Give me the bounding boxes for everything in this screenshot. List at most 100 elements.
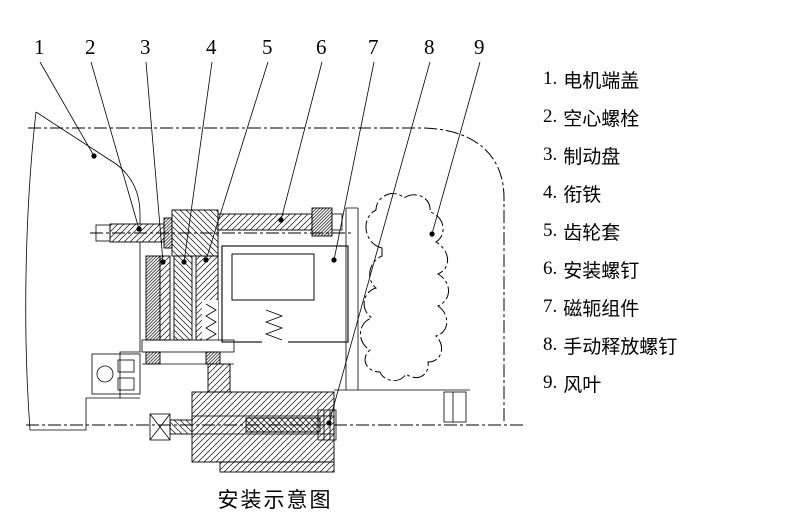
- leader-dot-7: [331, 257, 337, 263]
- brake-disc: [145, 255, 171, 341]
- legend-number: 2.: [543, 106, 558, 127]
- leader-line-7: [333, 61, 375, 261]
- leader-dot-1: [91, 153, 97, 159]
- flange-verticals: [334, 207, 470, 391]
- leader-line-2: [90, 61, 140, 230]
- cover-face: [119, 214, 141, 398]
- callout-7: 7: [368, 35, 379, 59]
- legend-item-9: 9. 风叶: [543, 364, 677, 402]
- coil-section: [231, 253, 315, 301]
- cover-bottom-edge: [30, 397, 140, 431]
- disc-lining: [159, 255, 171, 341]
- screw-shank: [217, 213, 313, 231]
- legend-label: 制动盘: [563, 146, 621, 168]
- callout-5: 5: [262, 35, 273, 59]
- housing-outline: [28, 127, 505, 424]
- hub-step: [219, 461, 335, 473]
- legend-item-5: 5. 齿轮套: [543, 212, 677, 250]
- legend-number: 7.: [543, 296, 558, 317]
- bearing-housing: [91, 353, 141, 395]
- legend-number: 4.: [543, 182, 558, 203]
- leader-line-3: [145, 61, 164, 263]
- legend-number: 5.: [543, 220, 558, 241]
- cover-left-edge: [25, 111, 37, 431]
- release-screw-shank: [245, 417, 321, 433]
- flange-block: [205, 351, 221, 365]
- legend-item-2: 2. 空心螺栓: [543, 98, 677, 136]
- leader-line-1: [39, 61, 95, 157]
- armature: [173, 255, 193, 341]
- leader-dot-5: [203, 257, 209, 263]
- legend-label: 手动释放螺钉: [563, 336, 678, 358]
- spring-zigzag: [205, 303, 217, 341]
- fan-blade-outline: [360, 193, 449, 381]
- sleeve-hub: [171, 209, 219, 257]
- legend-label: 空心螺栓: [563, 108, 640, 130]
- bolt-shank: [109, 223, 165, 243]
- parts-legend: 1. 电机端盖 2. 空心螺栓 3. 制动盘 4. 衔铁 5. 齿轮套 6. 安…: [543, 60, 677, 402]
- legend-label: 齿轮套: [563, 222, 621, 244]
- cover-top-edge: [35, 111, 141, 215]
- callout-9: 9: [474, 35, 485, 59]
- legend-item-4: 4. 衔铁: [543, 174, 677, 212]
- legend-label: 安装螺钉: [563, 260, 640, 282]
- legend-label: 磁轭组件: [563, 298, 640, 320]
- leader-dot-3: [160, 259, 166, 265]
- callout-2: 2: [85, 35, 96, 59]
- leader-dot-4: [181, 259, 187, 265]
- leader-line-5: [205, 61, 269, 261]
- motor-end-cover: [25, 111, 141, 431]
- legend-label: 风叶: [563, 374, 602, 396]
- leader-dot-8: [326, 420, 332, 426]
- bearing-race: [117, 377, 135, 391]
- screw-head: [311, 207, 333, 237]
- callouts: 1 2 3 4 5 6 7 8 9: [34, 35, 485, 426]
- release-springs: [202, 300, 218, 344]
- flange-block: [145, 351, 161, 365]
- magnet-yoke-assembly: [221, 245, 349, 344]
- legend-number: 9.: [543, 372, 558, 393]
- disc-core: [145, 255, 161, 341]
- legend-number: 8.: [543, 334, 558, 355]
- armature-plate: [173, 255, 193, 341]
- legend-number: 1.: [543, 68, 558, 89]
- legend-item-8: 8. 手动释放螺钉: [543, 326, 677, 364]
- bolt-collar: [163, 217, 173, 249]
- shaft-bolt-shank: [169, 419, 193, 435]
- legend-item-3: 3. 制动盘: [543, 136, 677, 174]
- mounting-flange: [334, 207, 470, 423]
- figure-caption: 安装示意图: [217, 488, 333, 512]
- legend-item-6: 6. 安装螺钉: [543, 250, 677, 288]
- leader-dot-2: [136, 226, 142, 232]
- bearing-ball: [96, 365, 114, 383]
- legend-number: 3.: [543, 144, 558, 165]
- fan-hub: [149, 391, 335, 473]
- leader-line-4: [183, 61, 213, 263]
- legend-item-1: 1. 电机端盖: [543, 60, 677, 98]
- shaft-bolt-cross: [149, 413, 171, 441]
- hub-connector: [207, 363, 231, 393]
- legend-item-7: 7. 磁轭组件: [543, 288, 677, 326]
- release-screw-head: [317, 409, 337, 441]
- hollow-bolt: [95, 217, 173, 249]
- spring-zigzag: [264, 309, 284, 341]
- leader-line-8: [328, 61, 431, 424]
- callout-1: 1: [34, 35, 45, 59]
- callout-8: 8: [424, 35, 435, 59]
- bearing-race: [117, 359, 135, 373]
- legend-label: 电机端盖: [563, 70, 640, 92]
- leader-dot-6: [278, 217, 284, 223]
- legend-number: 6.: [543, 258, 558, 279]
- leader-line-9: [431, 61, 481, 235]
- key-block: [443, 391, 467, 423]
- callout-6: 6: [316, 35, 327, 59]
- leader-dot-9: [429, 231, 435, 237]
- legend-label: 衔铁: [563, 184, 602, 206]
- lower-flange: [141, 339, 235, 393]
- manual-release-screw: [245, 409, 337, 441]
- leader-line-6: [280, 61, 323, 221]
- flange-plate: [141, 339, 235, 353]
- callout-3: 3: [140, 35, 151, 59]
